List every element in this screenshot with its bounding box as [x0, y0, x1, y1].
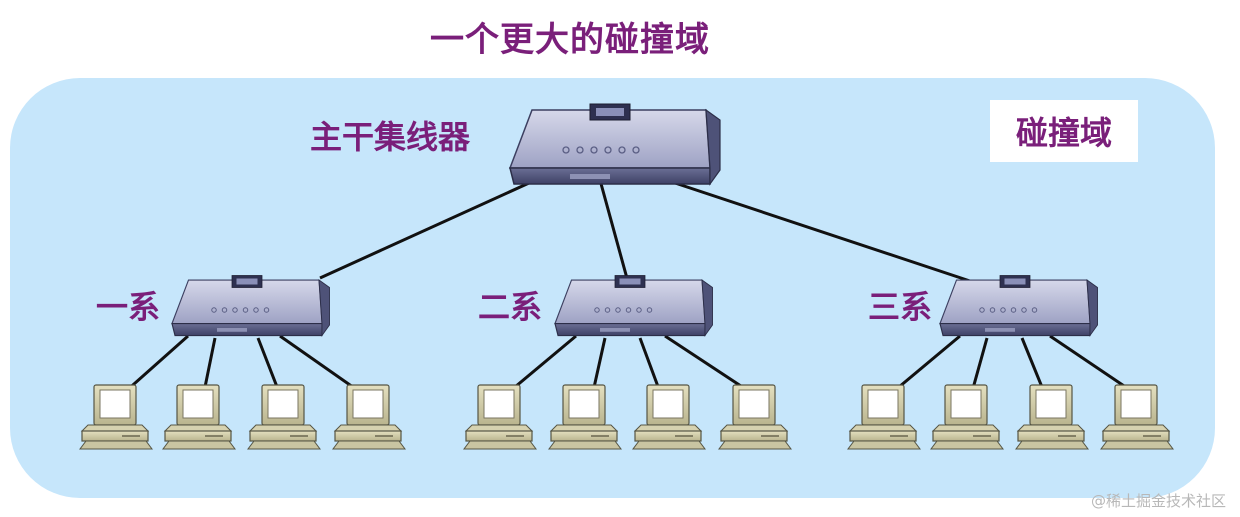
dept3-label: 三系: [868, 288, 933, 326]
computer-icon: [930, 384, 1004, 450]
dept1-label: 一系: [96, 288, 161, 326]
computer-icon: [548, 384, 622, 450]
computer-icon: [463, 384, 537, 450]
computer-icon: [332, 384, 406, 450]
dept2-hub-icon: [554, 274, 714, 337]
diagram-title: 一个更大的碰撞域: [430, 20, 710, 60]
backbone-links: [319, 176, 986, 288]
computer-icon: [162, 384, 236, 450]
dept2-label: 二系: [478, 288, 543, 326]
computer-icon: [847, 384, 921, 450]
watermark: @稀土掘金技术社区: [1090, 492, 1226, 510]
computer-icon: [79, 384, 153, 450]
collision-domain-label: 碰撞域: [990, 100, 1138, 162]
backbone-hub-label: 主干集线器: [310, 118, 471, 156]
computer-icon: [247, 384, 321, 450]
dept3-hub-icon: [939, 274, 1099, 337]
computer-icon: [1100, 384, 1174, 450]
dept1-hub-icon: [171, 274, 331, 337]
computer-icon: [718, 384, 792, 450]
computer-icon: [632, 384, 706, 450]
computer-icon: [1015, 384, 1089, 450]
backbone-hub-icon: [509, 103, 721, 185]
access-links: [124, 334, 1134, 394]
